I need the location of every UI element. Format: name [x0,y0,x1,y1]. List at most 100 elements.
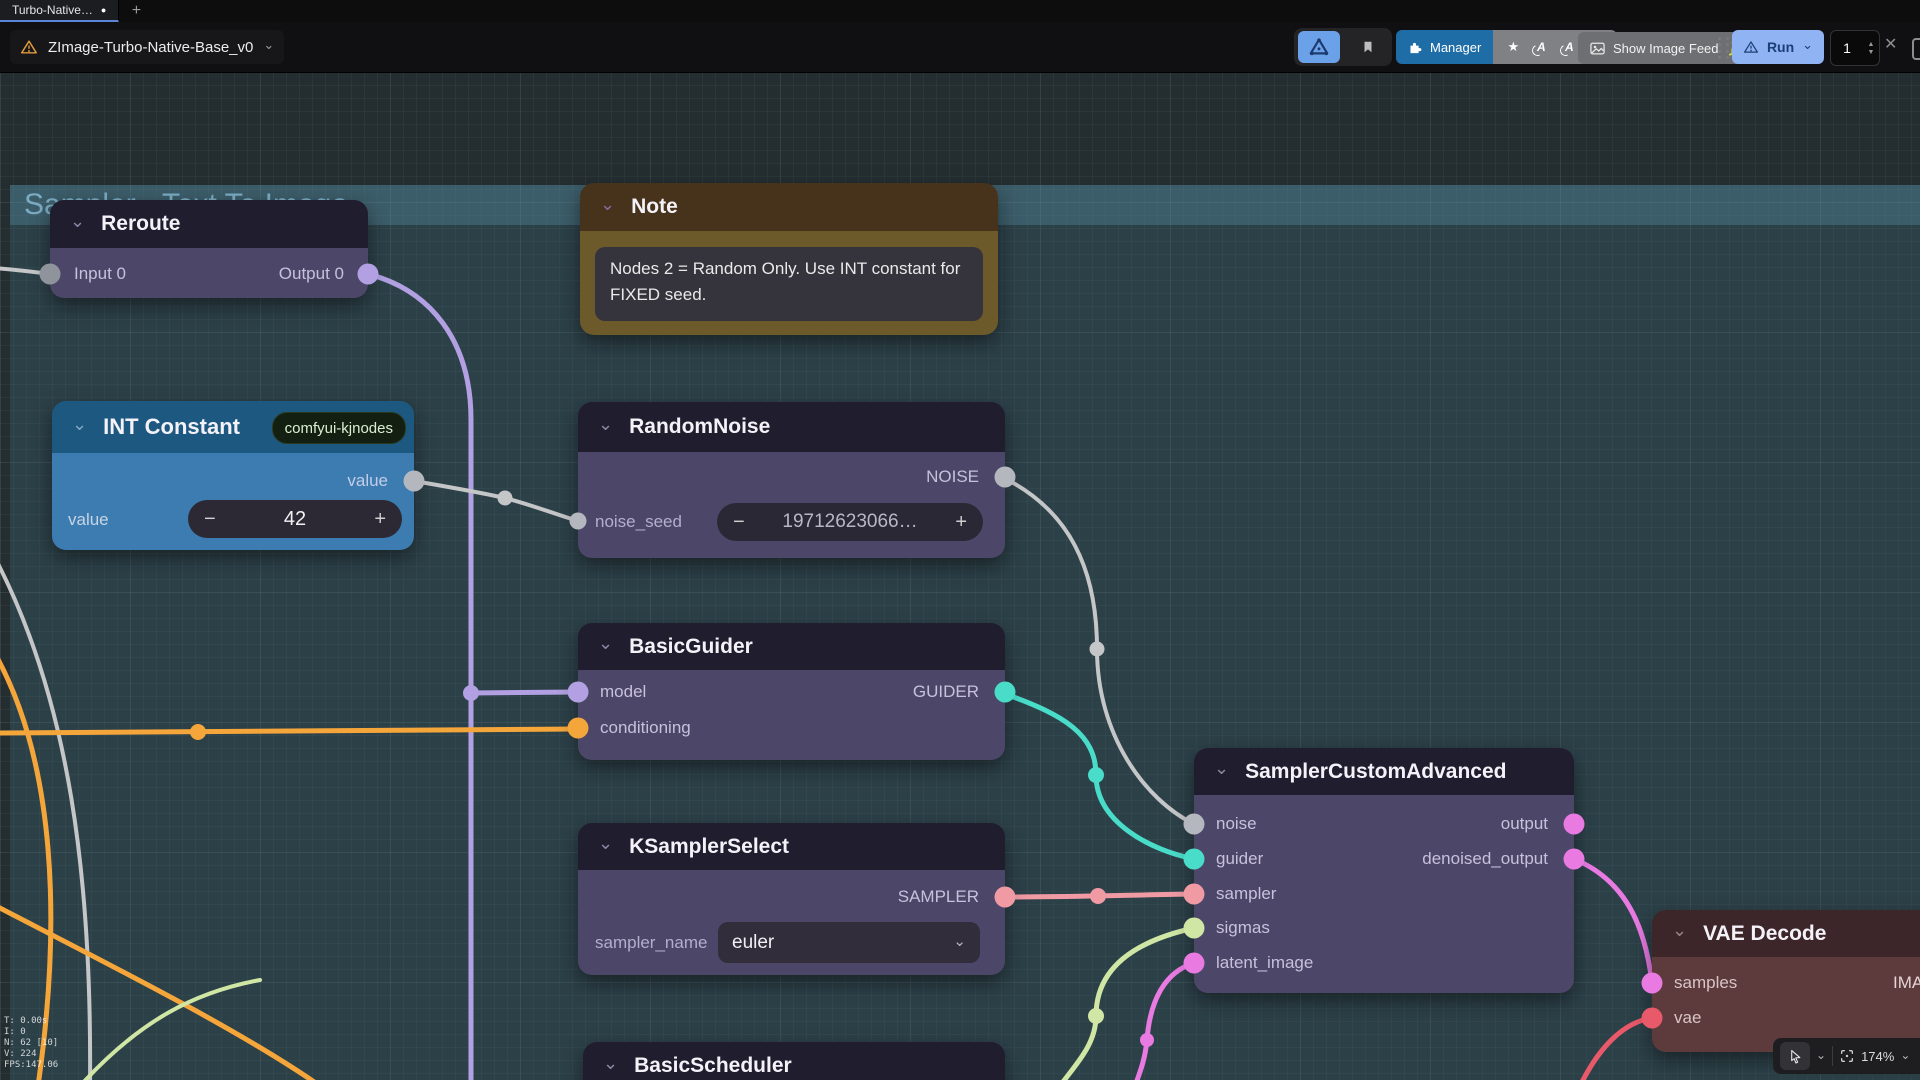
node-random-noise[interactable]: ⌄ RandomNoise NOISE noise_seed − 1971262… [578,402,1005,558]
manager-button[interactable]: Manager [1396,30,1493,64]
node-title: BasicScheduler [634,1054,792,1078]
zoom-level[interactable]: 174% [1861,1049,1894,1064]
port-label: vae [1674,1007,1701,1028]
collapse-icon[interactable]: ⌄ [70,211,85,232]
port-denoised-output[interactable] [1564,849,1585,870]
port-label: samples [1674,972,1737,993]
node-vae-decode[interactable]: ⌄ VAE Decode samples vae IMAGE [1652,910,1920,1052]
workflow-selector[interactable]: ZImage-Turbo-Native-Base_v0 ⌄ [10,30,284,64]
pointer-tool-button[interactable] [1780,1042,1810,1070]
increment-icon[interactable]: + [374,509,386,529]
collapse-icon[interactable]: ⌄ [603,1053,618,1074]
fit-view-button[interactable] [1839,1048,1855,1064]
stat-line: I: 0 [4,1027,58,1038]
port-noise-seed-input[interactable] [570,513,587,530]
port-conditioning-input[interactable] [568,718,589,739]
node-int-constant[interactable]: ⌄ INT Constant comfyui-kjnodes value val… [52,401,414,550]
node-header[interactable]: ⌄ Note [580,183,998,231]
batch-count-value: 1 [1831,40,1863,56]
star-icon: ★ [1507,39,1519,55]
port-output-0[interactable] [358,264,379,285]
run-button[interactable]: Run ⌄ [1732,30,1824,64]
collapse-icon[interactable]: ⌄ [598,633,613,654]
divider [1832,1046,1833,1066]
noise-seed-stepper[interactable]: − 19712623066… + [717,503,983,541]
port-label: latent_image [1216,952,1313,973]
node-title: RandomNoise [629,415,770,439]
comfyui-logo-icon [1308,37,1330,57]
value-stepper[interactable]: − 42 + [188,500,402,538]
port-output[interactable] [1564,814,1585,835]
tool-chevron-icon[interactable]: ⌄ [1816,1048,1826,1062]
new-tab-button[interactable]: + [119,0,153,22]
workflow-tab-label: Turbo-Native… [12,3,93,17]
collapse-icon[interactable]: ⌄ [1672,920,1687,941]
node-header[interactable]: ⌄ VAE Decode [1652,910,1920,957]
collapse-icon[interactable]: ⌄ [598,414,613,435]
port-label: Output 0 [279,263,344,284]
port-sampler-output[interactable] [995,887,1016,908]
port-model-input[interactable] [568,682,589,703]
node-header[interactable]: ⌄ BasicScheduler [583,1042,1005,1080]
port-vae-input[interactable] [1642,1008,1663,1029]
unsaved-dot-icon: ● [101,6,106,15]
node-header[interactable]: ⌄ SamplerCustomAdvanced [1194,748,1574,795]
node-header[interactable]: ⌄ Reroute [50,200,368,248]
port-guider-output[interactable] [995,682,1016,703]
node-basic-guider[interactable]: ⌄ BasicGuider model conditioning GUIDER [578,623,1005,760]
star-button[interactable]: ★ [1501,35,1525,59]
batch-count-input[interactable]: 1 ▲ ▼ [1830,30,1880,66]
sampler-name-dropdown[interactable]: euler ⌄ [718,922,980,963]
bookmark-button[interactable] [1347,31,1389,63]
widget-value: 19712623066… [782,511,917,533]
node-note[interactable]: ⌄ Note Nodes 2 = Random Only. Use INT co… [580,183,998,335]
port-input-0[interactable] [40,264,61,285]
stat-line: FPS:147.06 [4,1060,58,1071]
collapse-icon[interactable]: ⌄ [598,833,613,854]
decrement-icon[interactable]: − [733,512,745,532]
port-label: Input 0 [74,263,126,284]
node-basic-scheduler[interactable]: ⌄ BasicScheduler [583,1042,1005,1080]
node-header[interactable]: ⌄ RandomNoise [578,402,1005,452]
dropdown-value: euler [732,932,774,954]
port-label: sigmas [1216,917,1270,938]
collapse-icon[interactable]: ⌄ [1214,758,1229,779]
toolbar-drag-handle[interactable] [1718,37,1730,59]
port-samples-input[interactable] [1642,973,1663,994]
collapse-icon[interactable]: ⌄ [72,414,87,435]
workflow-tab[interactable]: Turbo-Native… ● [0,0,119,22]
node-ksampler-select[interactable]: ⌄ KSamplerSelect SAMPLER sampler_name eu… [578,823,1005,975]
collapse-icon[interactable]: ⌄ [600,194,615,215]
increment-icon[interactable]: + [955,512,967,532]
zoom-chevron-icon[interactable]: ⌄ [1900,1048,1910,1062]
port-noise-input[interactable] [1184,814,1205,835]
note-textarea[interactable]: Nodes 2 = Random Only. Use INT constant … [595,247,983,321]
perf-stats: T: 0.00s I: 0 N: 62 [10] V: 224 FPS:147.… [4,1016,58,1071]
node-sampler-custom-advanced[interactable]: ⌄ SamplerCustomAdvanced noise guider sam… [1194,748,1574,993]
port-value-output[interactable] [404,471,425,492]
node-pack-badge: comfyui-kjnodes [272,412,406,444]
run-warning-icon [1743,40,1759,54]
close-button[interactable]: ✕ [1884,37,1897,53]
decrement-icon[interactable]: − [204,509,216,529]
workflow-name: ZImage-Turbo-Native-Base_v0 [48,39,253,56]
chevron-down-icon: ⌄ [953,932,966,950]
port-guider-input[interactable] [1184,849,1205,870]
port-latent-image-input[interactable] [1184,953,1205,974]
node-header[interactable]: ⌄ BasicGuider [578,623,1005,670]
port-sampler-input[interactable] [1184,884,1205,905]
batch-count-spinner[interactable]: ▲ ▼ [1863,41,1879,56]
port-sigmas-input[interactable] [1184,918,1205,939]
run-label: Run [1767,39,1794,55]
comfyui-logo-button[interactable] [1298,31,1340,63]
update-a-button[interactable]: A [1529,35,1553,59]
widget-label: noise_seed [595,511,682,532]
port-noise-output[interactable] [995,467,1016,488]
node-header[interactable]: ⌄ KSamplerSelect [578,823,1005,870]
note-text: Nodes 2 = Random Only. Use INT constant … [610,256,968,309]
stop-button[interactable] [1912,38,1920,60]
port-label: output [1501,813,1548,834]
update-a2-icon: A [1565,40,1574,54]
node-reroute[interactable]: ⌄ Reroute Input 0 Output 0 [50,200,368,298]
